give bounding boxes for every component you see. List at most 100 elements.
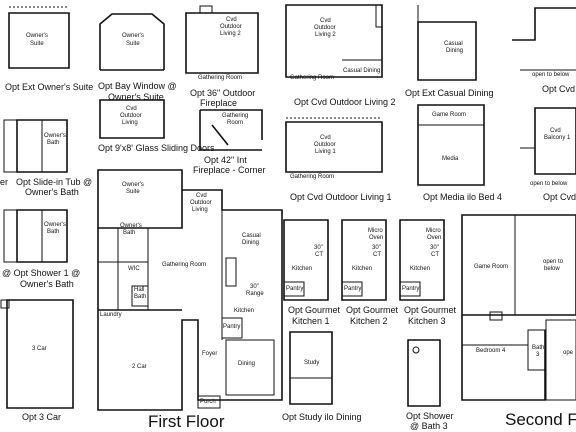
room-living-c: Living	[122, 120, 138, 126]
room-outdoor-main: Outdoor	[190, 200, 212, 206]
caption-shower-bath3-line1: Opt Shower	[406, 411, 454, 421]
gourmet-kitchen-1-plan	[284, 220, 328, 300]
caption-slide-in-tub-line2: Owner's Bath	[25, 187, 79, 197]
cvd-outdoor-living-1-plan	[286, 122, 382, 172]
room-dining-lower: Dining	[238, 361, 256, 367]
room-wic: WIC	[128, 266, 140, 272]
room-kitchen-k2: Kitchen	[352, 266, 373, 272]
caption-42-fireplace-line2: Fireplace - Corner	[193, 165, 266, 175]
room-game-room-b: Game Room	[474, 264, 509, 270]
bay-window-plan	[100, 14, 164, 70]
caption-ext-casual-dining: Opt Ext Casual Dining	[405, 88, 494, 98]
room-owners-suite-main1: Owner's	[122, 182, 144, 188]
room-owners-bath-b2: Bath	[47, 229, 60, 235]
caption-gourmet-1-line2: Kitchen 1	[292, 316, 330, 326]
room-laundry: Laundry	[100, 312, 122, 318]
room-casual-b1: Casual	[444, 41, 463, 47]
caption-gourmet-2-line1: Opt Gourmet	[346, 305, 399, 315]
room-ct-k2a: 30"	[372, 245, 381, 251]
caption-36-fireplace-line1: Opt 36" Outdoor	[190, 88, 256, 98]
room-ct-k1b: CT	[315, 252, 323, 258]
first-floor-title: First Floor	[148, 412, 225, 431]
room-study: Study	[304, 360, 320, 366]
caption-bay-window-line1: Opt Bay Window @	[98, 81, 177, 91]
room-ct-k3b: CT	[431, 252, 439, 258]
room-bedroom4: Bedroom 4	[476, 348, 506, 354]
room-balcony1: Balcony 1	[544, 135, 571, 141]
room-owners-bath-b1: Owner's	[44, 222, 66, 228]
room-gathering-main: Gathering Room	[162, 262, 207, 268]
room-oven-k2: Oven	[369, 235, 384, 241]
room-hall: Hall	[134, 287, 145, 293]
room-gathering-d: Gathering Room	[290, 174, 335, 180]
cvd-balcony-1-plan	[535, 108, 576, 174]
media-plan	[418, 105, 484, 185]
caption-ext-owners-suite: Opt Ext Owner's Suite	[5, 82, 94, 92]
room-outdoor-d: Outdoor	[314, 142, 336, 148]
caption-36-fireplace-line2: Fireplace	[200, 98, 238, 108]
room-cvd-b: Cvd	[320, 18, 331, 24]
room-hall-bath: Bath	[134, 294, 147, 300]
study-plan	[290, 332, 332, 404]
room-open-to-below-b: open to below	[530, 181, 568, 187]
room-porch: Porch	[200, 399, 216, 405]
shower-bath-3-plan	[408, 340, 440, 406]
room-ct-k1a: 30"	[314, 245, 323, 251]
outdoor-fireplace-36-plan	[186, 13, 258, 73]
room-kitchen-k3: Kitchen	[410, 266, 431, 272]
caption-slide-in-tub-line1: Opt Slide-in Tub @	[16, 177, 93, 187]
room-range-main2: Range	[246, 291, 264, 297]
room-micro-k3: Micro	[426, 228, 441, 234]
room-living-main: Living	[192, 207, 208, 213]
room-living2-b: Living 2	[315, 32, 336, 38]
room-2-car: 2 Car	[132, 364, 147, 370]
room-gathering-c2: Room	[227, 120, 244, 126]
room-oven-k3: Oven	[427, 235, 442, 241]
gourmet-kitchen-3-plan	[400, 220, 444, 300]
room-outdoor-c: Outdoor	[120, 113, 142, 119]
caption-bay-window-line2: Owner's Suite	[108, 92, 164, 102]
cvd-balcony-plan-top	[512, 8, 576, 40]
room-kitchen-main: Kitchen	[234, 308, 255, 314]
caption-shower-1-line2: Owner's Bath	[20, 279, 74, 289]
room-outdoor-b: Outdoor	[314, 25, 336, 31]
room-living2-a: Living 2	[220, 31, 241, 37]
room-open-to-below-a: open to below	[532, 72, 570, 78]
first-floor-plan	[98, 170, 282, 410]
room-casual-main: Casual	[242, 233, 261, 239]
room-cvd-e: Cvd	[550, 128, 561, 134]
room-owners-suite-b2: Suite	[126, 41, 140, 47]
room-cvd-d: Cvd	[320, 135, 331, 141]
room-open-to-c: open to	[543, 259, 564, 265]
three-car-plan	[7, 300, 73, 408]
room-gathering-b: Gathering Room	[290, 75, 335, 81]
room-3-car: 3 Car	[32, 346, 47, 352]
room-ope: ope	[563, 350, 574, 356]
room-owners-bath-a1: Owner's	[44, 133, 66, 139]
room-owners-bath-a2: Bath	[47, 140, 60, 146]
caption-media-bed4: Opt Media ilo Bed 4	[423, 192, 503, 202]
room-pantry-k3: Pantry	[402, 286, 420, 292]
second-floor-title: Second Flo	[505, 410, 576, 429]
room-living1-d: Living 1	[315, 149, 336, 155]
room-dining-main: Dining	[242, 240, 260, 246]
caption-cvd-outdoor-living-1: Opt Cvd Outdoor Living 1	[290, 192, 392, 202]
caption-shower-bath3-line2: @ Bath 3	[410, 421, 448, 431]
room-cvd-c: Cvd	[126, 106, 137, 112]
int-fireplace-42-plan	[200, 110, 262, 150]
room-game-room-a: Game Room	[432, 112, 467, 118]
caption-42-fireplace-line1: Opt 42" Int	[204, 155, 247, 165]
caption-3-car: Opt 3 Car	[22, 412, 62, 422]
cvd-outdoor-living-2-plan	[286, 5, 382, 77]
ext-casual-dining-plan	[418, 22, 476, 80]
glass-sliding-doors-plan	[100, 100, 164, 138]
room-below-c: below	[544, 266, 560, 272]
caption-gourmet-3-line2: Kitchen 3	[408, 316, 446, 326]
room-pantry-k1: Pantry	[286, 286, 304, 292]
room-owners-suite-a1: Owner's	[26, 33, 48, 39]
caption-cvd-balcony-b: Opt Cvd B	[543, 192, 576, 202]
caption-gourmet-3-line1: Opt Gourmet	[404, 305, 457, 315]
room-gathering-a: Gathering Room	[198, 75, 243, 81]
caption-gourmet-2-line2: Kitchen 2	[350, 316, 388, 326]
